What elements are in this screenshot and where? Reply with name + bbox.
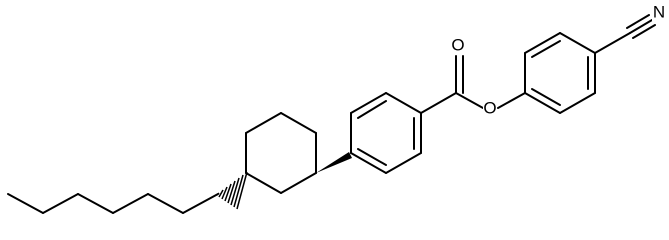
chain-bond-1 [7,193,44,214]
carbonyl-oxygen-atom: O [449,36,465,55]
chain-bond-6 [182,193,219,214]
chain-bond-3 [77,193,114,214]
nitrile-group [594,14,656,54]
ester-group [420,55,526,114]
carbonyl-oxygen-label: O [451,36,464,55]
benzene-ring-middle [350,92,422,174]
molecule-structure-diagram: O O N [7,3,666,214]
benzene-ring-cyano [524,32,596,114]
ester-oxygen-atom: O [483,99,497,118]
chain-bond-2 [42,193,79,214]
chain-bond-4 [112,193,149,214]
ester-oxygen-label: O [483,99,496,118]
cyclohexane-ring [245,112,317,194]
chain-bond-5 [147,193,184,214]
hashed-stereo-bond [216,171,248,210]
heptyl-chain [7,193,219,214]
nitrile-nitrogen-label: N [653,3,665,22]
wedge-stereo-bond [316,152,352,173]
nitrile-nitrogen-atom: N [652,3,666,22]
